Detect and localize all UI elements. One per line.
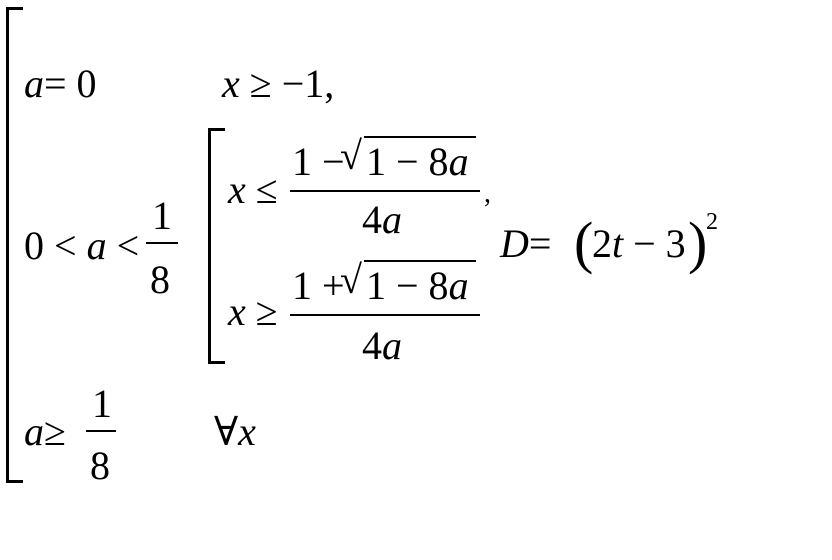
num-pre: 1 − — [292, 139, 345, 184]
relation: ≥ — [255, 289, 278, 334]
eq-zero: = 0 — [44, 61, 97, 106]
var-t: t — [612, 221, 624, 266]
case1-condition: a= 0 — [24, 64, 97, 104]
num-pre: 1 + — [292, 263, 345, 308]
equals: = — [528, 221, 552, 266]
forall-symbol: ∀ — [214, 409, 239, 454]
line2-denominator: 4a — [362, 326, 402, 366]
var-x: x — [228, 289, 246, 334]
line1-radical-sign: √ — [340, 133, 362, 178]
case3-result: ∀x — [214, 412, 256, 452]
exponent: 2 — [706, 209, 718, 235]
var-a: a — [448, 263, 469, 308]
radicand-text: 1 − 8 — [366, 263, 449, 308]
var-a: a — [24, 409, 44, 454]
greater-eq: ≥ — [44, 409, 66, 454]
var-x: x — [228, 167, 246, 212]
case2-frac-den: 8 — [150, 257, 170, 302]
line2-lhs: x ≥ — [228, 292, 278, 332]
line2-frac-bar — [290, 314, 480, 316]
line1-denominator: 4a — [362, 200, 402, 240]
line2-numerator: 1 + — [292, 266, 345, 306]
var-a: a — [86, 223, 107, 268]
outer-system-bracket — [6, 7, 23, 483]
right-paren: ) — [688, 210, 708, 275]
discriminant-lhs: D= — [500, 224, 551, 264]
case3-condition: a≥ — [24, 412, 66, 452]
case1-result: x ≥ −1, — [222, 64, 334, 104]
relation: ≤ — [255, 167, 278, 212]
two: 2 — [592, 221, 612, 266]
line1-lhs: x ≤ — [228, 170, 278, 210]
var-x: x — [238, 409, 256, 454]
line1-numerator: 1 − — [292, 142, 345, 182]
line2-radical-sign: √ — [340, 257, 362, 302]
discriminant-inner: 2t − 3 — [592, 224, 686, 264]
line1-frac-bar — [290, 190, 480, 192]
case2-frac-bar — [146, 242, 178, 244]
var-a: a — [382, 197, 402, 242]
den-pre: 4 — [362, 323, 382, 368]
den-pre: 4 — [362, 197, 382, 242]
var-a: a — [382, 323, 402, 368]
var-d: D — [500, 221, 529, 266]
line2-radical-bar — [364, 260, 476, 262]
case3-frac-bar — [86, 430, 116, 432]
var-x: x — [222, 61, 240, 106]
case3-frac-num: 1 — [92, 381, 112, 426]
inner-bracket — [208, 128, 225, 364]
line1-radical-bar — [364, 136, 476, 138]
zero-less: 0 < — [24, 223, 77, 268]
line1-comma: , — [484, 178, 491, 209]
relation: ≥ −1, — [249, 61, 335, 106]
minus-three: − 3 — [633, 221, 686, 266]
radicand-text: 1 − 8 — [366, 139, 449, 184]
case3-frac-den: 8 — [90, 443, 110, 488]
var-a: a — [448, 139, 469, 184]
line2-radicand: 1 − 8a — [366, 266, 469, 306]
case2-condition-lead: 0 < a < — [24, 226, 139, 266]
left-paren: ( — [574, 210, 594, 275]
case2-frac-num: 1 — [152, 193, 172, 238]
line1-radicand: 1 − 8a — [366, 142, 469, 182]
less-than: < — [116, 223, 140, 268]
var-a: a — [24, 61, 44, 106]
